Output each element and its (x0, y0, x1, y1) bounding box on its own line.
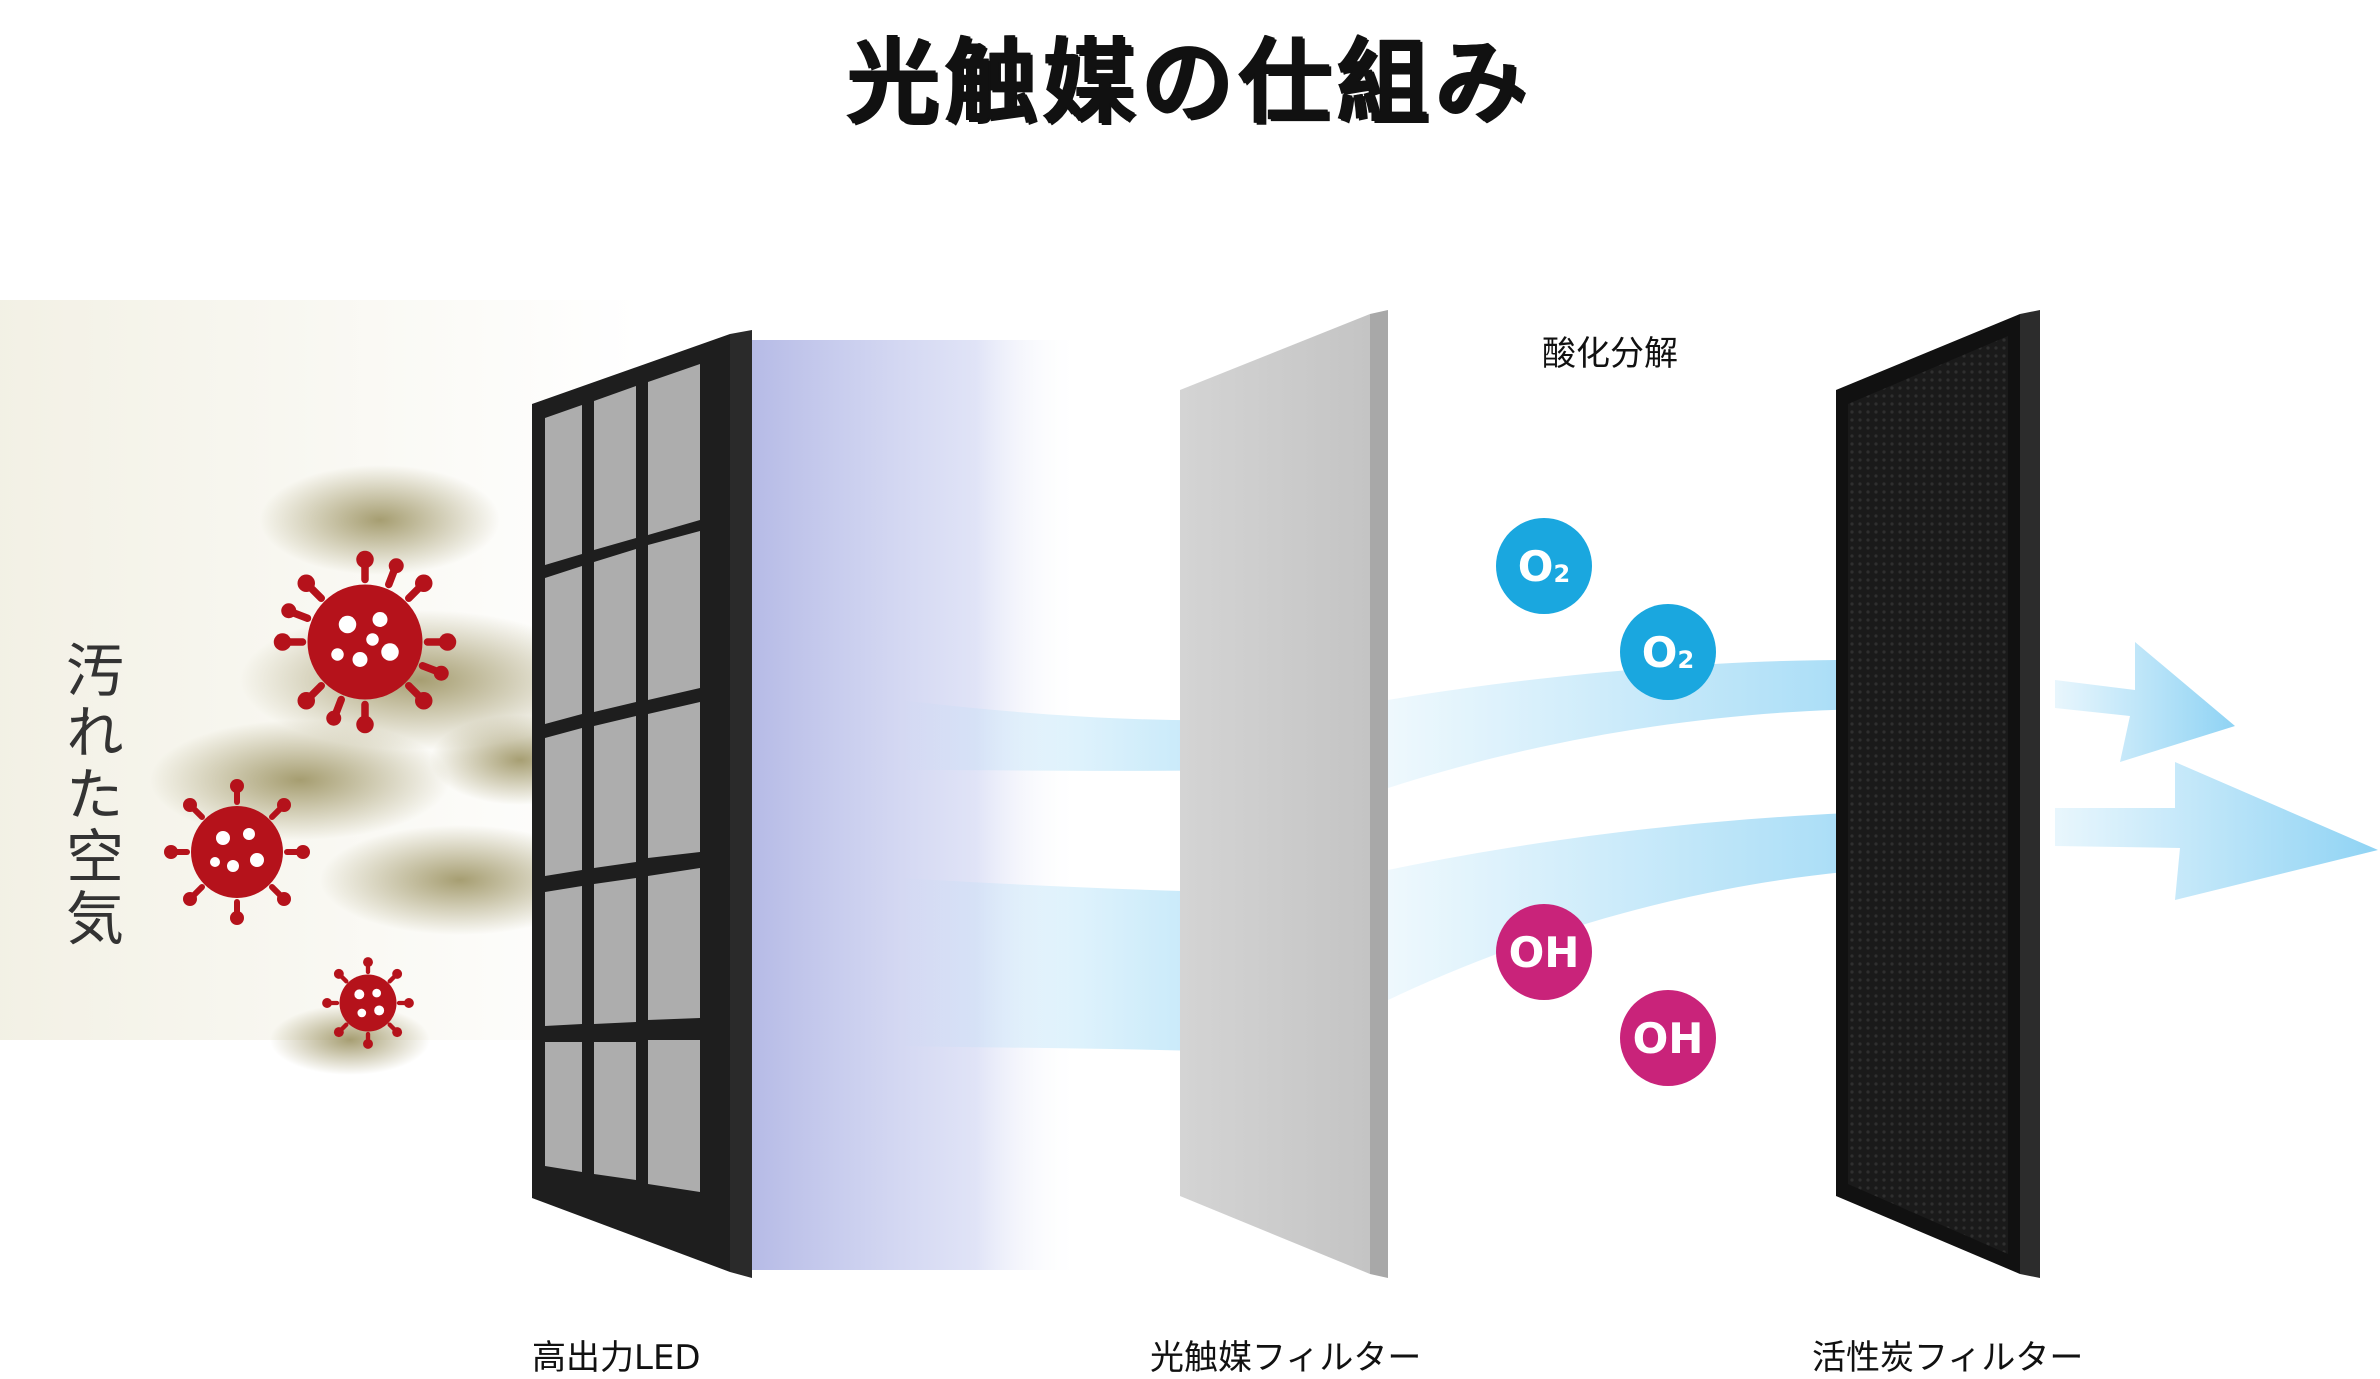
arrow-icon (2055, 642, 2235, 762)
virus-icon (273, 550, 457, 734)
led-light-beam (735, 340, 1080, 1270)
led-label: 高出力LED (532, 1338, 701, 1378)
o2-subscript: 2 (1553, 560, 1571, 588)
dirty-air-label: 汚れた空気 (56, 640, 124, 950)
o2-symbol: O (1641, 627, 1678, 677)
o2-symbol: O (1517, 541, 1554, 591)
decomposition-label: 酸化分解 (1542, 334, 1678, 374)
air-flow-lower (900, 762, 2378, 1052)
arrow-icon (2055, 762, 2378, 900)
photocatalyst-filter (1180, 310, 1388, 1278)
o2-subscript: 2 (1677, 646, 1695, 674)
led-panel (532, 330, 752, 1278)
virus-icon (164, 779, 310, 925)
page-title: 光触媒の仕組み (846, 29, 1533, 136)
air-flow-upper (900, 642, 2235, 788)
oh-molecule: OH (1496, 904, 1592, 1000)
virus-icon (322, 957, 414, 1049)
carbon-filter (1836, 310, 2040, 1278)
oh-symbol: OH (1508, 927, 1580, 977)
oh-symbol: OH (1632, 1013, 1704, 1063)
oh-molecule: OH (1620, 990, 1716, 1086)
led-panel-cells (545, 364, 700, 1192)
photocatalyst-filter-label: 光触媒フィルター (1150, 1338, 1422, 1378)
carbon-filter-label: 活性炭フィルター (1812, 1338, 2084, 1378)
